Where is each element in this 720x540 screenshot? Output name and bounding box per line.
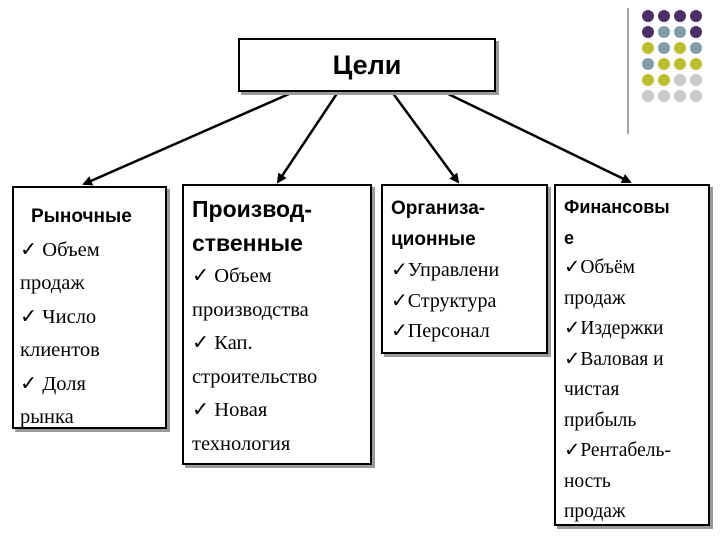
list-item: ✓ Число [20, 305, 97, 328]
organization-goals-heading: Организа- [391, 198, 486, 219]
decorative-dot [674, 74, 686, 86]
list-item: ✓ Новая [192, 399, 268, 421]
list-item: прибыль [564, 409, 637, 431]
organization-goals-content: Организа- ционные ✓Управлени ✓Структура … [391, 194, 499, 347]
production-goals-box: Производ- ственные ✓ Объем производства … [182, 184, 372, 465]
list-item: строительство [192, 365, 318, 388]
list-item: продаж [20, 272, 85, 294]
market-goals-box: Рыночные ✓ Объем продаж ✓ Число клиентов… [12, 186, 167, 429]
list-item: технология [192, 432, 291, 455]
list-item: ✓Структура [391, 289, 497, 312]
decorative-dot [658, 90, 670, 102]
finance-goals-heading: е [564, 227, 575, 248]
organization-goals-box: Организа- ционные ✓Управлени ✓Структура … [381, 184, 548, 354]
decorative-dot [674, 58, 686, 70]
list-item: ✓Объём [564, 257, 635, 278]
production-goals-heading: Производ- [192, 196, 313, 222]
decorative-dot [690, 10, 702, 22]
decorative-dot [674, 26, 686, 38]
market-goals-heading: Рыночные [31, 206, 132, 227]
market-goals-content: Рыночные ✓ Объем продаж ✓ Число клиентов… [20, 200, 132, 435]
decorative-dot [674, 42, 686, 54]
list-item: ✓ Доля [20, 372, 86, 395]
arrow-to-finance [439, 88, 632, 184]
list-item: чистая [564, 379, 620, 400]
decorative-dot [658, 74, 670, 86]
arrow-to-organization [390, 91, 460, 184]
decorative-dot [642, 74, 654, 86]
production-goals-heading: ственные [192, 229, 303, 256]
list-item: ность [564, 470, 611, 492]
arrow-to-production [276, 91, 340, 184]
decorative-dot [658, 58, 670, 70]
list-item: ✓Рентабель- [564, 440, 671, 461]
decorative-dot [690, 90, 702, 102]
decorative-dot [690, 74, 702, 86]
decorative-dot-grid [642, 10, 702, 102]
decorative-dot [674, 90, 686, 102]
finance-goals-content: Финансовы е ✓Объём продаж ✓Издержки ✓Вал… [564, 192, 671, 528]
list-item: ✓ Объем [192, 265, 272, 287]
decorative-dot [690, 42, 702, 54]
decorative-dot [658, 10, 670, 22]
list-item: продаж [564, 287, 626, 309]
list-item: ✓Персонал [391, 320, 490, 342]
list-item: ✓ Объем [20, 238, 100, 261]
finance-goals-heading: Финансовы [564, 197, 670, 217]
decorative-dot [642, 26, 654, 38]
goals-title: Цели [332, 49, 402, 80]
decorative-dot [658, 26, 670, 38]
list-item: рынка [20, 406, 74, 428]
finance-goals-box: Финансовы е ✓Объём продаж ✓Издержки ✓Вал… [554, 184, 710, 526]
organization-goals-heading: ционные [391, 228, 476, 250]
list-item: клиентов [20, 339, 100, 361]
list-item: производства [192, 298, 309, 321]
decorative-dot [642, 90, 654, 102]
decorative-dot [690, 26, 702, 38]
list-item: ✓Управлени [391, 259, 500, 281]
decorative-dot [674, 10, 686, 22]
goals-title-box: Цели [238, 38, 496, 92]
list-item: ✓Валовая и [564, 348, 664, 370]
decorative-divider [627, 8, 629, 134]
decorative-dot [642, 58, 654, 70]
list-item: продаж [564, 501, 626, 522]
list-item: ✓ Кап. [192, 332, 253, 354]
production-goals-content: Производ- ственные ✓ Объем производства … [192, 193, 317, 461]
decorative-dot [642, 10, 654, 22]
decorative-dot [658, 42, 670, 54]
decorative-dot [642, 42, 654, 54]
list-item: ✓Издержки [564, 318, 664, 339]
decorative-dot [690, 58, 702, 70]
arrow-to-market [82, 88, 299, 186]
